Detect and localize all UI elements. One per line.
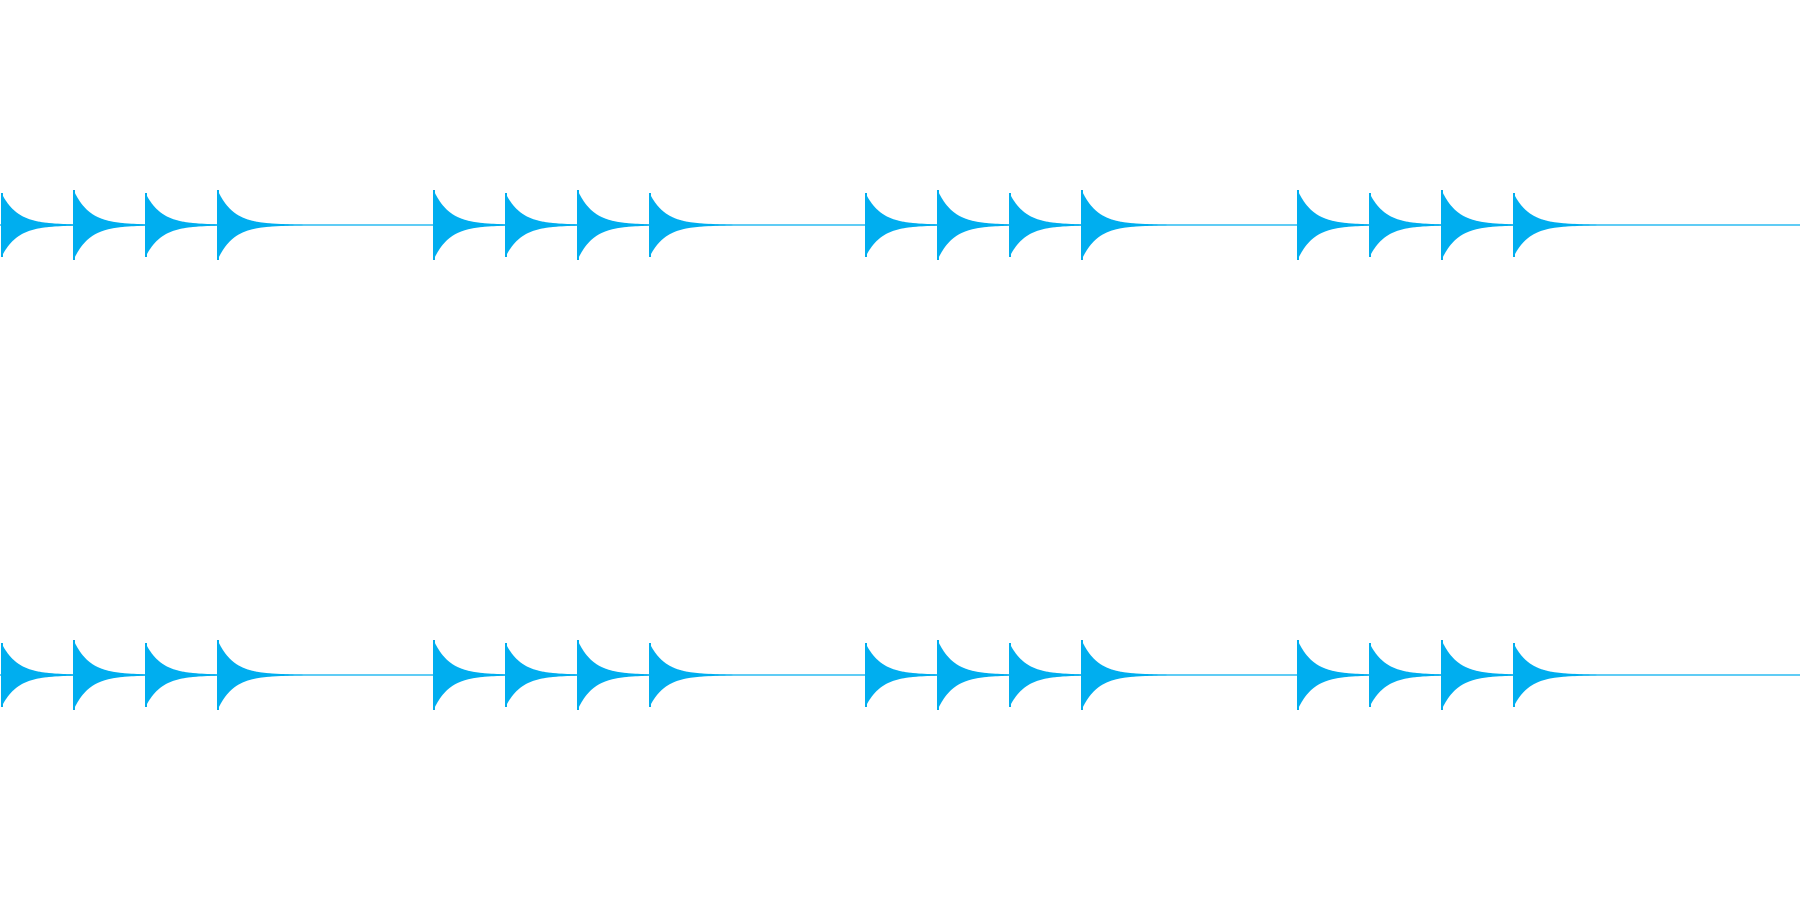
- waveform-hit: [937, 191, 1011, 259]
- channel-1-burst-4: [1297, 190, 1605, 260]
- waveform-hit: [1081, 191, 1173, 259]
- waveform-hit: [433, 641, 507, 709]
- channel-1-burst-2: [433, 190, 741, 260]
- channel-2-burst-1: [1, 640, 309, 710]
- waveform-hit: [73, 641, 147, 709]
- waveform-hit: [1, 193, 75, 257]
- waveform-hit: [1, 643, 75, 707]
- waveform-hit: [1513, 643, 1605, 707]
- channel-1-burst-3: [865, 190, 1173, 260]
- waveform-hit: [649, 193, 741, 257]
- waveform-hit: [865, 643, 939, 707]
- waveform-hit: [865, 193, 939, 257]
- waveform-hit: [577, 191, 651, 259]
- waveform-hit: [505, 643, 579, 707]
- waveform-hit: [217, 641, 309, 709]
- waveform-hit: [145, 193, 219, 257]
- waveform-hit: [217, 191, 309, 259]
- waveform-hit: [1513, 193, 1605, 257]
- waveform-hit: [73, 191, 147, 259]
- channel-1-burst-1: [1, 190, 309, 260]
- waveform-hit: [1081, 641, 1173, 709]
- waveform-hit: [1297, 191, 1371, 259]
- waveform-hit: [577, 641, 651, 709]
- waveform-hit: [1297, 641, 1371, 709]
- channel-1-waveform: [0, 190, 1800, 260]
- waveform-hit: [505, 193, 579, 257]
- waveform-hit: [1009, 643, 1083, 707]
- waveform-hit: [1441, 641, 1515, 709]
- channel-2-burst-3: [865, 640, 1173, 710]
- waveform-hit: [1369, 643, 1443, 707]
- waveform-hit: [1441, 191, 1515, 259]
- channel-2-burst-2: [433, 640, 741, 710]
- channel-2-burst-4: [1297, 640, 1605, 710]
- waveform-hit: [433, 191, 507, 259]
- channel-2-waveform: [0, 640, 1800, 710]
- waveform-hit: [1009, 193, 1083, 257]
- waveform-hit: [649, 643, 741, 707]
- waveform-hit: [145, 643, 219, 707]
- waveform-hit: [1369, 193, 1443, 257]
- waveform-hit: [937, 641, 1011, 709]
